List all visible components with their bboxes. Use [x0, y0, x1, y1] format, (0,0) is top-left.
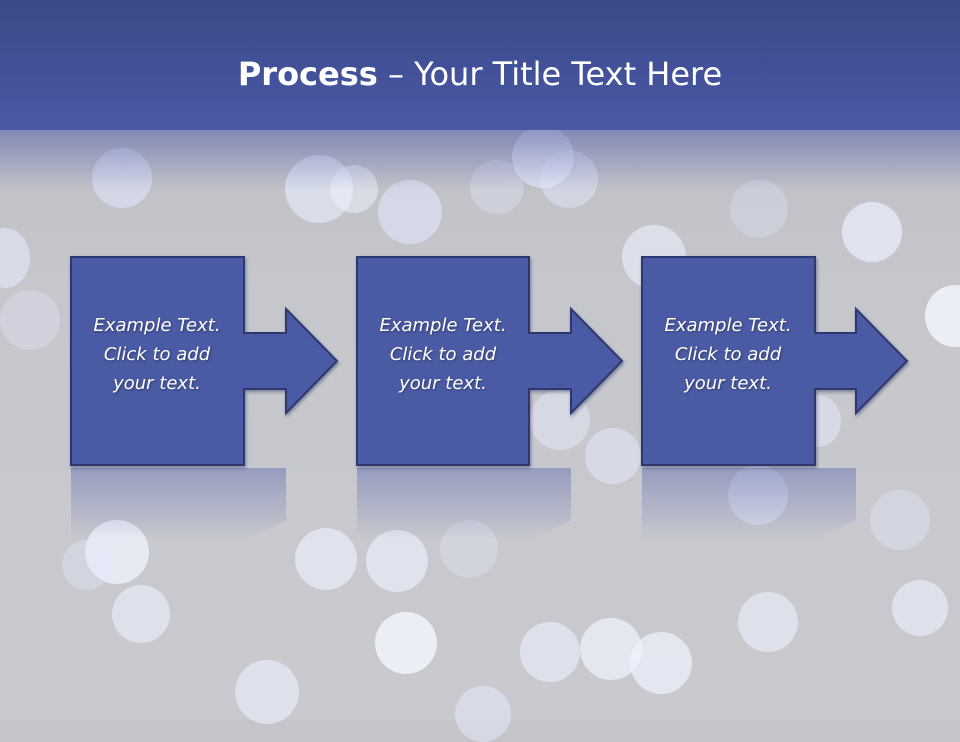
- step-text-line: Click to add: [674, 344, 782, 365]
- bokeh-circle: [870, 490, 930, 550]
- step-reflections: [71, 468, 856, 540]
- step-text-line: your text.: [399, 373, 487, 394]
- step-text-3[interactable]: Example Text. Click to add your text.: [642, 311, 814, 398]
- bokeh-circle: [520, 622, 580, 682]
- step-text-line: Click to add: [103, 344, 211, 365]
- bokeh-circle: [738, 592, 798, 652]
- title-band: [0, 0, 960, 130]
- step-shape-1[interactable]: [70, 256, 339, 466]
- bokeh-circle: [366, 530, 428, 592]
- bokeh-circle: [295, 528, 357, 590]
- title-band-fade: [0, 130, 960, 190]
- step-text-1[interactable]: Example Text. Click to add your text.: [71, 311, 243, 398]
- bokeh-circle: [378, 180, 442, 244]
- step-shape-2[interactable]: [356, 256, 624, 466]
- step-text-line: your text.: [113, 373, 201, 394]
- bokeh-circle: [235, 660, 299, 724]
- bokeh-circle: [630, 632, 692, 694]
- bokeh-circle: [842, 202, 902, 262]
- step-text-line: Example Text.: [379, 315, 507, 336]
- bokeh-circle: [112, 585, 170, 643]
- step-text-line: your text.: [684, 373, 772, 394]
- bokeh-circle: [585, 428, 641, 484]
- bokeh-circle: [892, 580, 948, 636]
- slide-title-rest: – Your Title Text Here: [377, 55, 723, 93]
- step-text-line: Click to add: [389, 344, 497, 365]
- step-text-2[interactable]: Example Text. Click to add your text.: [357, 311, 529, 398]
- step-text-line: Example Text.: [664, 315, 792, 336]
- process-diagram: [70, 256, 909, 540]
- slide-title[interactable]: Process – Your Title Text Here: [0, 52, 960, 96]
- bokeh-circle: [0, 290, 60, 350]
- bokeh-circle: [62, 540, 112, 590]
- step-text-line: Example Text.: [93, 315, 221, 336]
- bokeh-circle: [375, 612, 437, 674]
- slide-title-bold: Process: [237, 55, 378, 93]
- step-shape-3[interactable]: [641, 256, 909, 466]
